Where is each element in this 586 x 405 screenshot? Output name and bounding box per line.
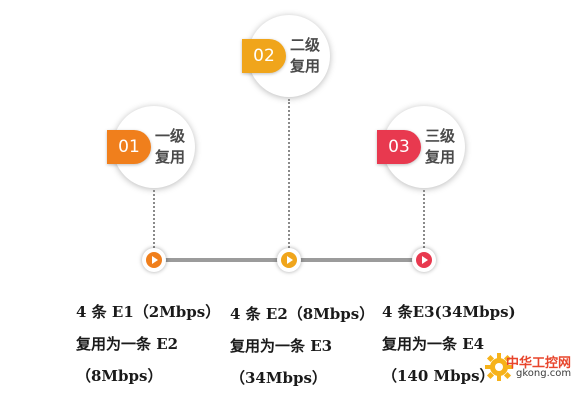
step-3-connector: [423, 190, 425, 248]
watermark-brand: 中华工控网: [506, 356, 572, 371]
play-icon: [287, 256, 293, 264]
step-2-desc-line3: （34Mbps）: [230, 369, 327, 387]
step-2-badge: 02 二级 复用: [242, 15, 330, 97]
step-2-title-line2: 复用: [290, 57, 321, 75]
step-3-badge: 03 三级 复用: [377, 106, 465, 188]
play-icon: [422, 256, 428, 264]
watermark: 中华工控网 gkong.com: [482, 348, 586, 398]
step-1-connector: [153, 190, 155, 248]
timeline-node-2: [277, 248, 301, 272]
step-3-number: 03: [377, 130, 421, 164]
step-1-title-line2: 复用: [155, 148, 186, 166]
step-3-title: 三级 复用: [425, 126, 463, 168]
step-1-desc-line3: （8Mbps）: [76, 367, 163, 385]
step-1-badge: 01 一级 复用: [107, 106, 195, 188]
step-1-desc-line1: 4 条 E1（2Mbps）: [76, 303, 221, 321]
step-1-title: 一级 复用: [155, 126, 193, 168]
timeline-node-3: [412, 248, 436, 272]
step-3-desc-line2: 复用为一条 E4: [382, 335, 485, 353]
step-2-connector: [288, 99, 290, 248]
step-2-description: 4 条 E2（8Mbps） 复用为一条 E3 （34Mbps）: [230, 298, 374, 394]
step-3-desc-line3: （140 Mbps）: [382, 367, 495, 385]
step-3-desc-line1: 4 条E3(34Mbps): [382, 303, 516, 321]
timeline-node-1: [142, 248, 166, 272]
play-icon: [152, 256, 158, 264]
step-1-number: 01: [107, 130, 151, 164]
step-2-desc-line1: 4 条 E2（8Mbps）: [230, 305, 375, 323]
step-2-desc-line2: 复用为一条 E3: [230, 337, 333, 355]
step-2-title-line1: 二级: [290, 36, 321, 54]
step-1-title-line1: 一级: [155, 127, 186, 145]
step-2-number: 02: [242, 39, 286, 73]
step-3-title-line1: 三级: [425, 127, 456, 145]
watermark-url: gkong.com: [516, 368, 572, 379]
step-2-title: 二级 复用: [290, 35, 328, 77]
gear-icon: [485, 353, 513, 381]
step-1-desc-line2: 复用为一条 E2: [76, 335, 179, 353]
step-3-description: 4 条E3(34Mbps) 复用为一条 E4 （140 Mbps）: [382, 296, 516, 392]
step-1-description: 4 条 E1（2Mbps） 复用为一条 E2 （8Mbps）: [76, 296, 220, 392]
step-3-title-line2: 复用: [425, 148, 456, 166]
